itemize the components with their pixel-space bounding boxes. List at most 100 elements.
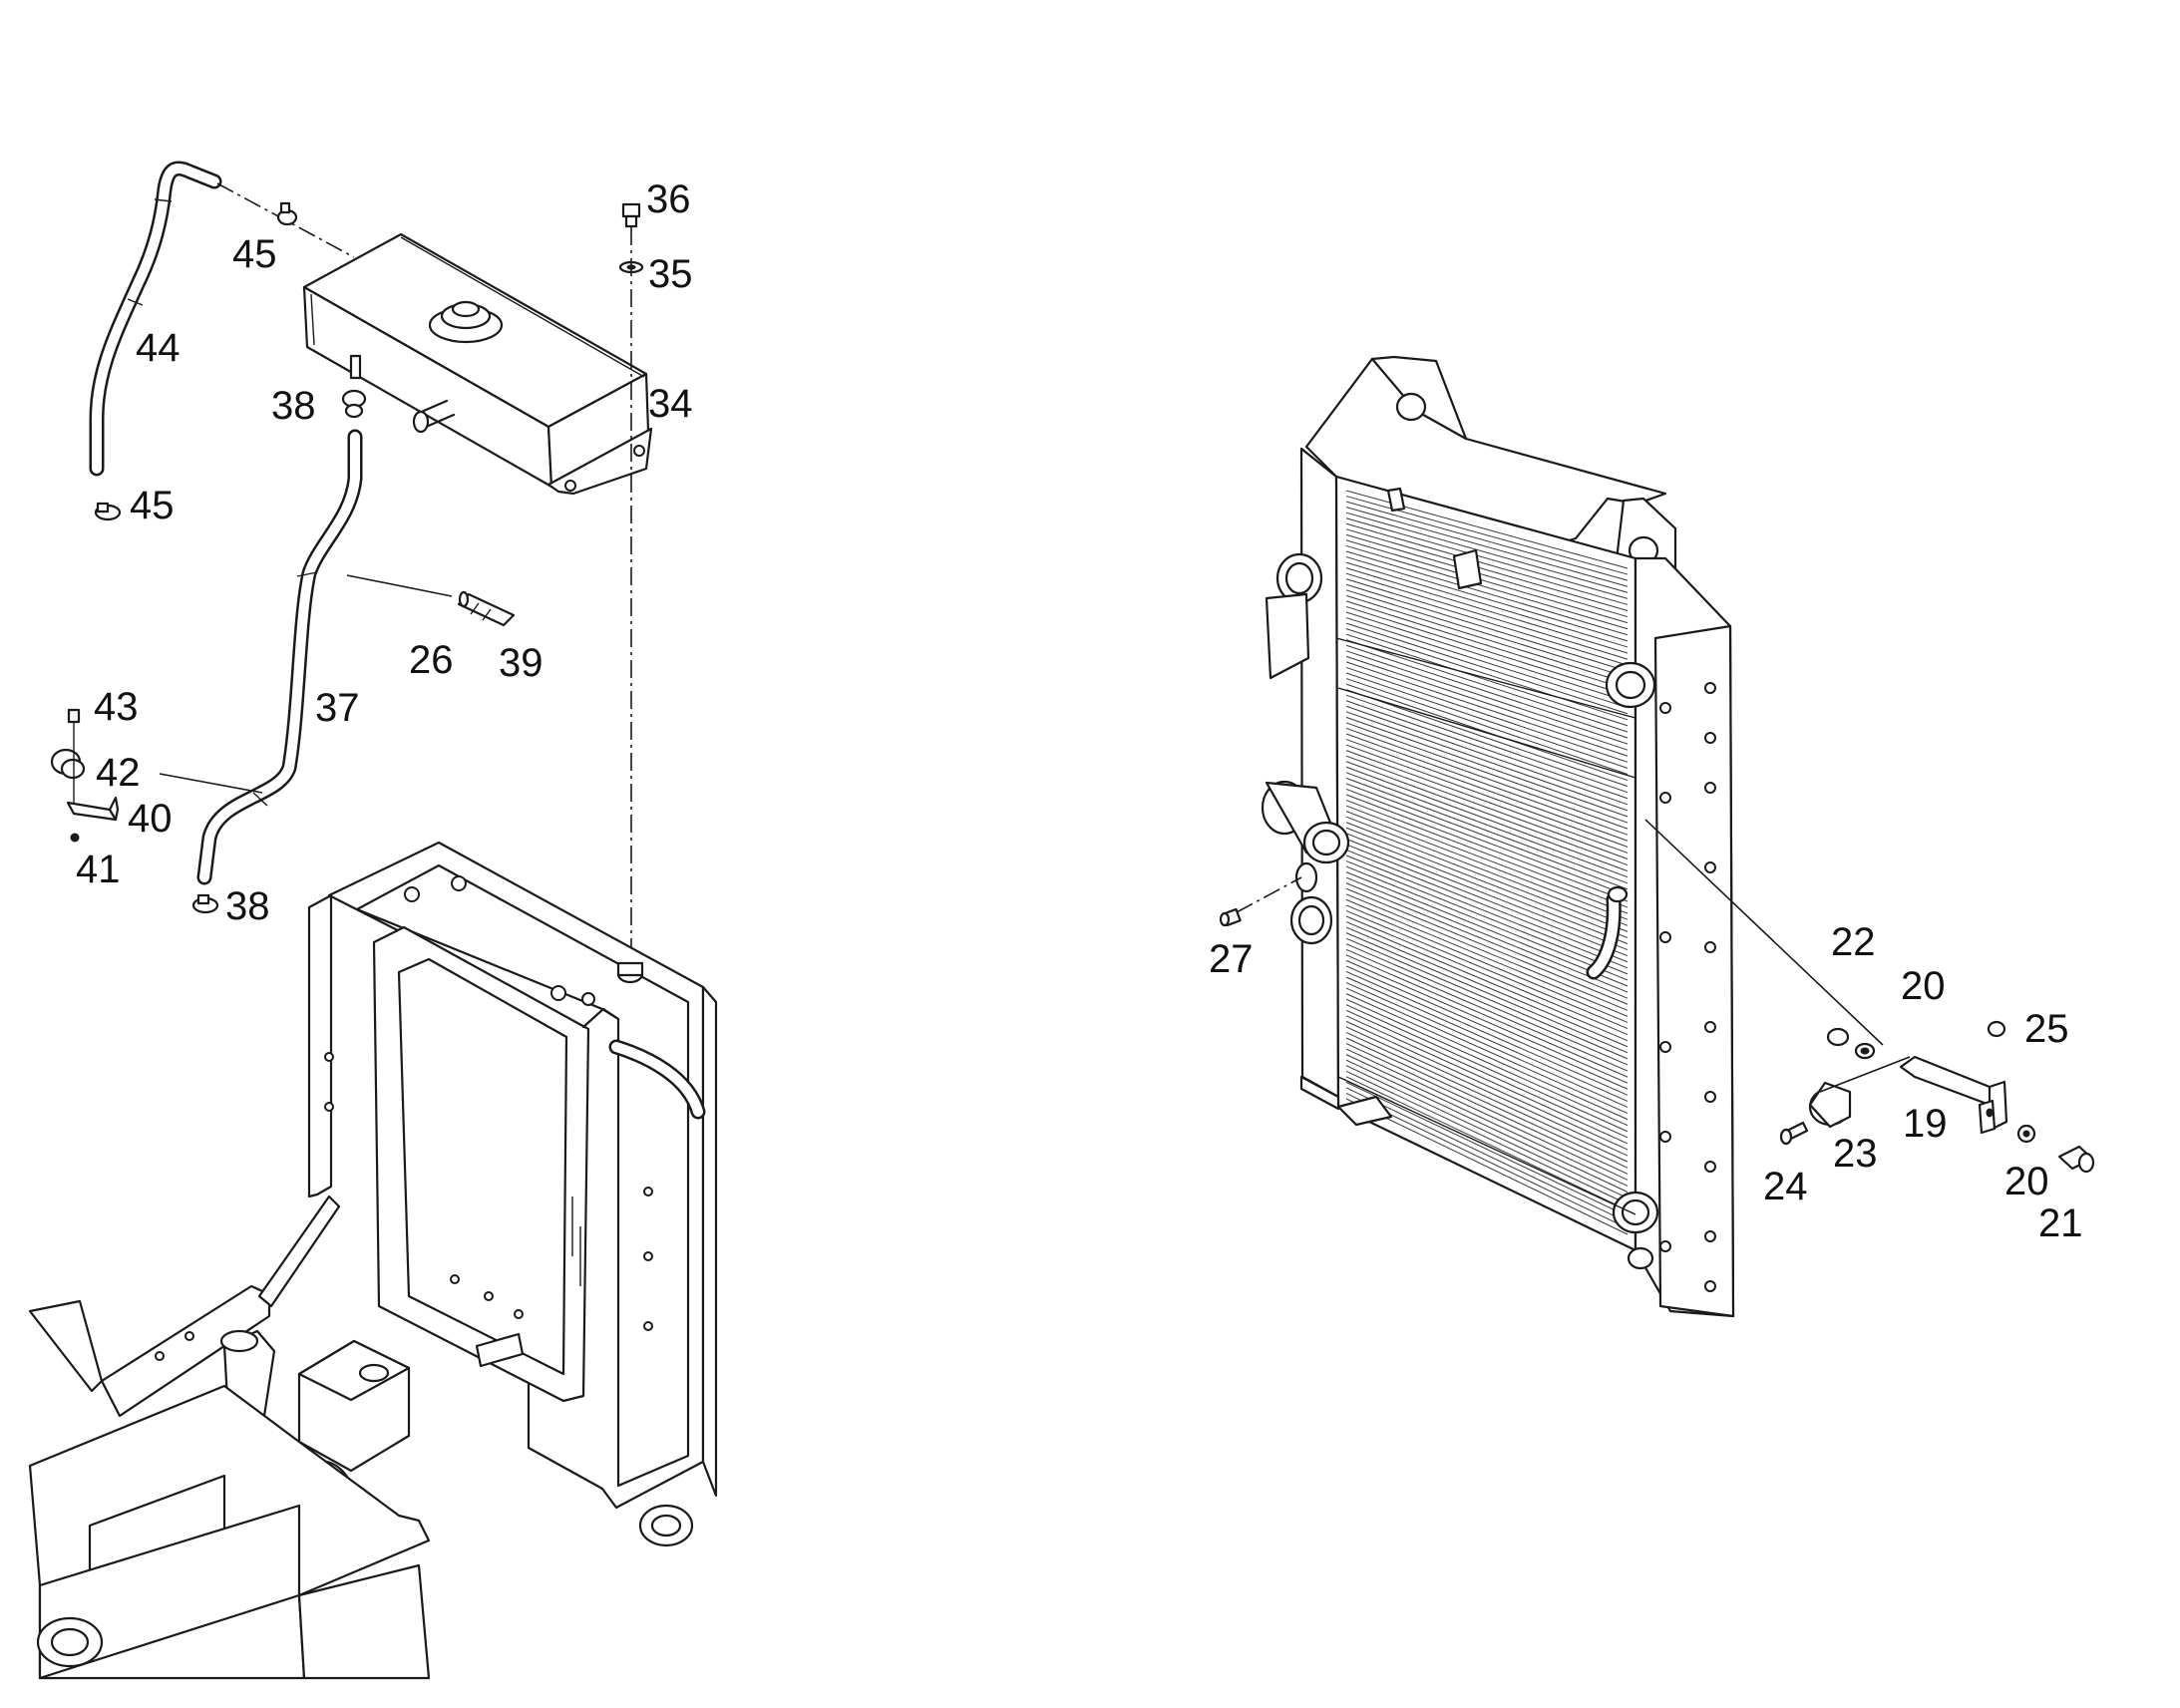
fin-line (1345, 805, 1629, 914)
leader-37-fitting (346, 574, 453, 597)
callout-19: 19 (1903, 1102, 1948, 1146)
fin-line (1345, 750, 1629, 854)
callout-38-bottom: 38 (225, 884, 270, 928)
fin-line (1345, 1020, 1629, 1151)
clamp-45-top (276, 201, 298, 226)
fin-line (1345, 954, 1629, 1078)
fin-line (1345, 811, 1629, 920)
fin-line (1345, 583, 1629, 672)
bolt-24 (1779, 1121, 1809, 1146)
fin-line (1345, 959, 1629, 1084)
fin-line (1345, 605, 1629, 697)
fin-line (1345, 761, 1629, 866)
fitting-26-39 (457, 590, 516, 627)
washer-20-bottom (2016, 1124, 2036, 1144)
fin-line (1345, 970, 1629, 1096)
fin-line (1345, 833, 1629, 944)
fin-line (1345, 1032, 1629, 1163)
fin-line (1345, 650, 1629, 745)
fin-line (1345, 1043, 1629, 1175)
fin-line (1345, 694, 1629, 794)
fin-line (1345, 666, 1629, 763)
fin-line (1345, 893, 1629, 1011)
fin-line (1345, 533, 1629, 618)
fin-line (1345, 578, 1629, 666)
fin-line (1345, 915, 1629, 1036)
fin-line (1345, 1093, 1629, 1229)
fin-line (1345, 1026, 1629, 1157)
fin-line (1345, 816, 1629, 926)
fin-line (1345, 788, 1629, 896)
expansion-tank (302, 232, 653, 496)
callout-38-top: 38 (271, 384, 316, 428)
drain-plug-27 (1219, 907, 1242, 927)
fin-line (1345, 827, 1629, 938)
callout-42: 42 (96, 751, 141, 795)
mount-bracket-19 (1899, 1055, 2008, 1135)
fin-line (1345, 822, 1629, 932)
fin-line (1345, 777, 1629, 884)
callout-39: 39 (499, 641, 544, 685)
leader-22 (1644, 819, 1884, 1046)
fin-line (1345, 622, 1629, 715)
clamp-38-top (341, 389, 367, 419)
fin-line (1345, 1098, 1629, 1235)
callout-34: 34 (648, 382, 693, 426)
callout-36: 36 (646, 177, 691, 221)
fin-line (1345, 512, 1629, 593)
fin-line (1345, 948, 1629, 1072)
fin-line (1345, 700, 1629, 800)
fin-line (1345, 932, 1629, 1054)
fin-line (1345, 633, 1629, 727)
fin-line (1345, 976, 1629, 1102)
nut-25 (1987, 1020, 2006, 1038)
fin-line (1345, 567, 1629, 654)
callout-37: 37 (315, 686, 360, 730)
fin-line (1345, 871, 1629, 987)
fin-line (1345, 926, 1629, 1048)
radiator-fins (1345, 490, 1629, 1235)
fin-line (1345, 678, 1629, 775)
fin-line (1345, 611, 1629, 703)
fin-line (1345, 561, 1629, 648)
callout-22: 22 (1831, 920, 1876, 964)
fin-line (1345, 617, 1629, 709)
callout-40: 40 (128, 797, 173, 841)
callout-44: 44 (136, 326, 181, 370)
fin-line (1345, 755, 1629, 859)
callout-20-top: 20 (1901, 964, 1946, 1008)
fin-line (1345, 1009, 1629, 1139)
fin-line (1345, 772, 1629, 878)
fin-line (1345, 904, 1629, 1023)
fin-line (1345, 1076, 1629, 1211)
radiator-assembly (1261, 355, 1735, 1318)
fin-line (1345, 722, 1629, 824)
fin-line (1345, 644, 1629, 739)
fin-line (1345, 711, 1629, 812)
fin-line (1345, 539, 1629, 624)
fin-line (1345, 594, 1629, 684)
fin-line (1345, 838, 1629, 951)
fin-line (1345, 528, 1629, 611)
fin-line (1345, 572, 1629, 660)
fin-line (1345, 876, 1629, 993)
fin-line (1345, 1070, 1629, 1205)
leader-42-hose (159, 773, 263, 794)
bolt-21 (2057, 1145, 2095, 1174)
hose-44 (89, 161, 222, 477)
fin-line (1345, 849, 1629, 963)
isolator-23 (1808, 1081, 1852, 1129)
fin-line (1345, 744, 1629, 848)
drain-axis-line (1236, 876, 1302, 913)
callout-45-top: 45 (232, 232, 277, 276)
fin-line (1345, 865, 1629, 981)
callout-41: 41 (76, 848, 121, 891)
clamp-38-bottom (191, 893, 219, 914)
fin-line (1345, 882, 1629, 999)
fin-line (1345, 1065, 1629, 1199)
fin-line (1345, 794, 1629, 902)
callout-26: 26 (409, 638, 454, 682)
fin-line (1345, 987, 1629, 1115)
fin-line (1345, 501, 1629, 581)
